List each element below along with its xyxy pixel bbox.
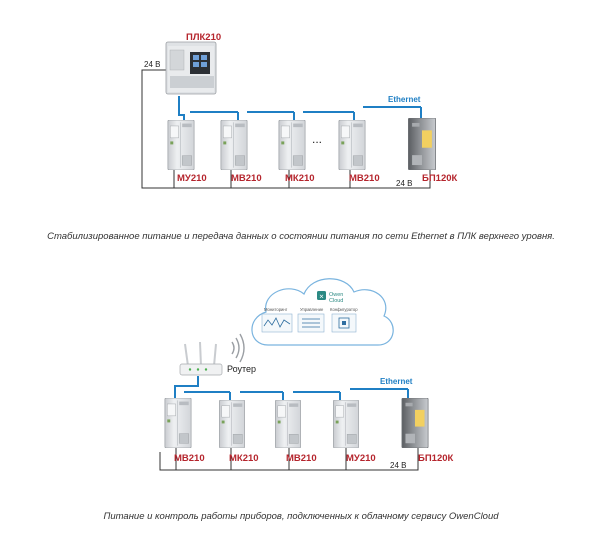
plc-label: ПЛК210 bbox=[186, 32, 221, 43]
io-module-icon bbox=[220, 120, 248, 170]
cloud-card-label: Конфигуратор bbox=[330, 307, 358, 312]
svg-text:✕: ✕ bbox=[319, 294, 324, 300]
ethernet-bus-2 bbox=[174, 376, 409, 400]
module-label: МВ210 bbox=[286, 453, 317, 464]
cloud-brand: Cloud bbox=[329, 298, 343, 304]
ethernet-label: Ethernet bbox=[380, 377, 413, 386]
caption-diagram-1: Стабилизированное питание и передача дан… bbox=[47, 231, 555, 242]
voltage-label-right: 24 В bbox=[396, 179, 412, 188]
ellipsis: ... bbox=[312, 132, 322, 146]
io-module-icon bbox=[338, 120, 366, 170]
router-label: Роутер bbox=[227, 364, 256, 374]
module-label: МВ210 bbox=[174, 453, 205, 464]
wifi-signal-icon bbox=[231, 333, 245, 363]
plc-device-icon bbox=[165, 41, 217, 95]
cloud-card-monitoring: Мониторинг bbox=[261, 307, 293, 333]
module-label: МК210 bbox=[229, 453, 259, 464]
voltage-label-left: 24 В bbox=[144, 60, 160, 69]
power-supply-icon bbox=[407, 118, 437, 170]
psu-label: БП120К bbox=[422, 173, 458, 184]
cloud-icon: ✕ Owen Cloud Мониторинг Управление Конфи… bbox=[251, 278, 394, 346]
cloud-card-label: Мониторинг bbox=[264, 307, 288, 312]
router-icon bbox=[179, 341, 223, 376]
cloud-brand: Owen bbox=[329, 292, 343, 298]
power-supply-icon bbox=[401, 398, 429, 448]
io-module-icon bbox=[274, 400, 302, 448]
ethernet-bus-1 bbox=[178, 96, 422, 120]
io-module-icon bbox=[332, 400, 360, 448]
module-label: МВ210 bbox=[349, 173, 380, 184]
diagram-1: ПЛК210 24 В Ethernet ... МУ210 МВ210 МК2… bbox=[141, 32, 458, 189]
module-label: МК210 bbox=[285, 173, 315, 184]
ethernet-label: Ethernet bbox=[388, 95, 421, 104]
cloud-card-label: Управление bbox=[300, 307, 324, 312]
io-module-icon bbox=[167, 120, 195, 170]
io-module-icon bbox=[278, 120, 306, 170]
io-module-icon bbox=[218, 400, 246, 448]
module-label: МВ210 bbox=[231, 173, 262, 184]
caption-diagram-2: Питание и контроль работы приборов, подк… bbox=[103, 511, 499, 522]
module-label: МУ210 bbox=[177, 173, 207, 184]
cloud-card-configurator: Конфигуратор bbox=[330, 307, 358, 333]
voltage-label: 24 В bbox=[390, 461, 406, 470]
module-label: МУ210 bbox=[346, 453, 376, 464]
power-bus-1 bbox=[141, 69, 431, 189]
psu-label: БП120К bbox=[418, 453, 454, 464]
cloud-card-control: Управление bbox=[297, 307, 325, 333]
io-module-icon bbox=[164, 398, 192, 448]
power-bus-2 bbox=[159, 448, 419, 471]
diagram-2: ✕ Owen Cloud Мониторинг Управление Конфи… bbox=[159, 278, 454, 471]
